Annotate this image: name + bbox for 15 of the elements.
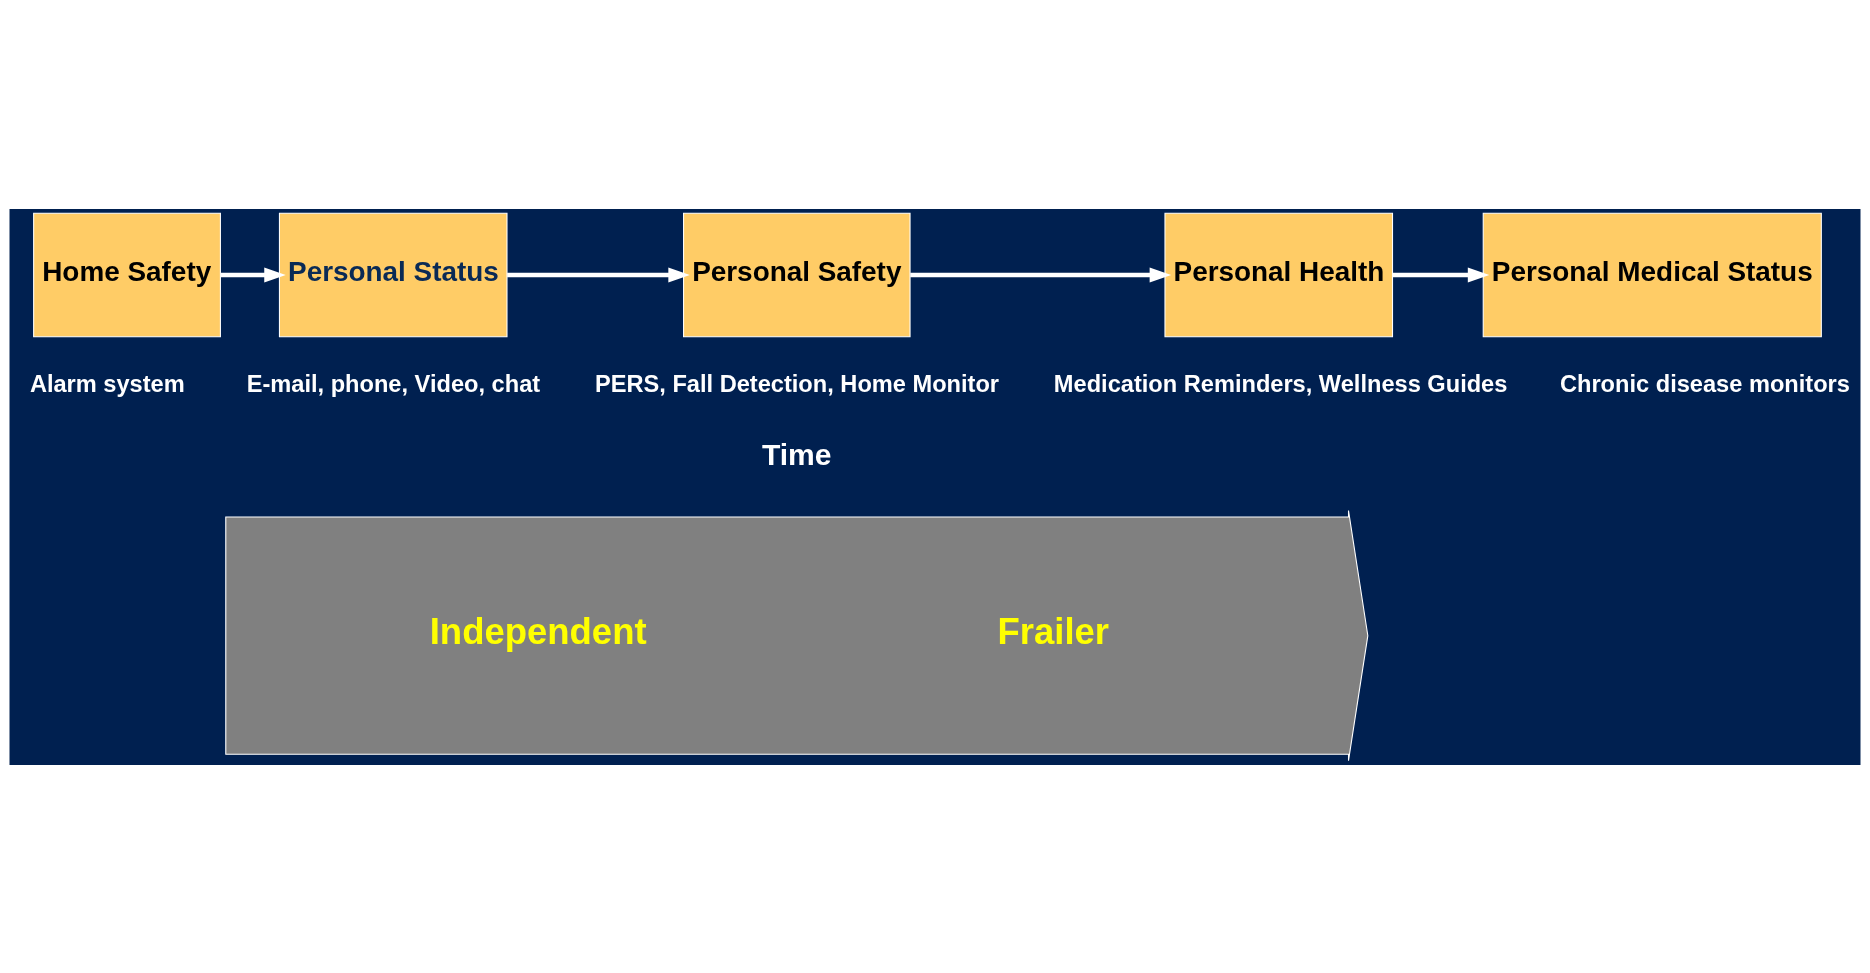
- node-label: PERS, Fall Detection, Home Monitor: [595, 370, 1000, 397]
- node-label: Chronic disease monitors: [1559, 370, 1850, 397]
- node-box: Personal Health: [1164, 212, 1394, 337]
- node-label: Alarm system: [29, 370, 185, 397]
- node-box: Personal Status: [278, 212, 508, 337]
- arrow: [507, 266, 690, 283]
- arrow: [1392, 266, 1490, 283]
- arrow: [910, 266, 1172, 283]
- node-box: Personal Safety: [683, 212, 911, 337]
- node-box: Home Safety: [33, 212, 221, 337]
- label: Time: [761, 437, 832, 471]
- node-label: E-mail, phone, Video, chat: [246, 370, 541, 397]
- arrow: [220, 266, 286, 283]
- node-label: Medication Reminders, Wellness Guides: [1053, 370, 1508, 397]
- node-box: Personal Medical Status: [1482, 212, 1822, 337]
